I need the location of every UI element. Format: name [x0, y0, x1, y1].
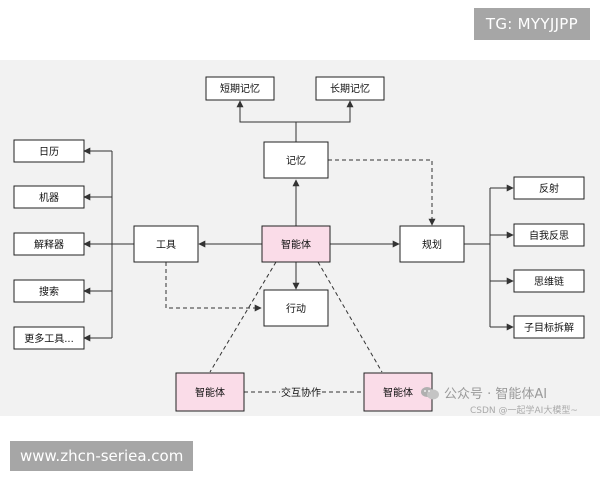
node-long-memory: 长期记忆: [315, 76, 385, 101]
watermark-wechat-text: 公众号 · 智能体AI: [444, 387, 548, 402]
node-planning-label: 规划: [422, 238, 442, 251]
node-chain-of-thought: 思维链: [513, 269, 585, 293]
node-tools-label: 工具: [156, 239, 176, 251]
node-search-label: 搜索: [39, 285, 59, 298]
edge-memory-short: [236, 100, 297, 142]
node-agent-left-label: 智能体: [195, 386, 225, 399]
edges: [83, 100, 514, 393]
node-calendar: 日历: [13, 139, 85, 163]
watermark-top: TG: MYYJJPP: [473, 8, 590, 40]
node-memory: 记忆: [263, 141, 329, 179]
node-agent: 智能体: [261, 225, 331, 263]
node-memory-label: 记忆: [286, 154, 306, 167]
node-agent-label: 智能体: [281, 238, 311, 251]
edge-memory-long: [296, 100, 354, 123]
node-agent-left: 智能体: [175, 372, 245, 412]
node-more-tools-label: 更多工具...: [24, 332, 74, 345]
watermark-csdn: CSDN @一起学AI大模型~: [470, 406, 578, 416]
node-action: 行动: [263, 289, 329, 327]
node-subgoal-label: 子目标拆解: [524, 321, 574, 334]
node-action-label: 行动: [286, 302, 306, 315]
node-reflection-label: 反射: [539, 183, 559, 195]
node-interpreter: 解释器: [13, 232, 85, 256]
node-long-memory-label: 长期记忆: [330, 82, 370, 95]
edge-agent-right-agent: [317, 261, 383, 373]
node-short-memory: 短期记忆: [205, 76, 275, 101]
node-more-tools: 更多工具...: [13, 326, 85, 350]
watermark-bottom: www.zhcn-seriea.com: [10, 441, 194, 471]
node-machine: 机器: [13, 185, 85, 209]
edge-agent-left-agent: [209, 261, 277, 373]
edge-label-collab: 交互协作: [281, 386, 321, 399]
node-tools: 工具: [133, 225, 199, 263]
node-subgoal: 子目标拆解: [513, 315, 585, 339]
node-chain-of-thought-label: 思维链: [534, 275, 564, 288]
edge-memory-planning: [328, 159, 436, 226]
node-self-reflection: 自我反思: [513, 223, 585, 247]
node-search: 搜索: [13, 279, 85, 303]
wechat-icon: [421, 387, 439, 400]
edge-tools-action: [165, 262, 262, 312]
node-self-reflection-label: 自我反思: [529, 229, 569, 242]
node-interpreter-label: 解释器: [34, 238, 64, 251]
node-agent-right-label: 智能体: [383, 386, 413, 399]
node-reflection: 反射: [513, 176, 585, 200]
node-agent-right: 智能体: [363, 372, 433, 412]
node-machine-label: 机器: [39, 191, 59, 204]
node-short-memory-label: 短期记忆: [220, 82, 260, 95]
watermark-wechat: 公众号 · 智能体AI: [420, 384, 598, 406]
node-planning: 规划: [399, 225, 465, 263]
node-calendar-label: 日历: [39, 146, 59, 158]
